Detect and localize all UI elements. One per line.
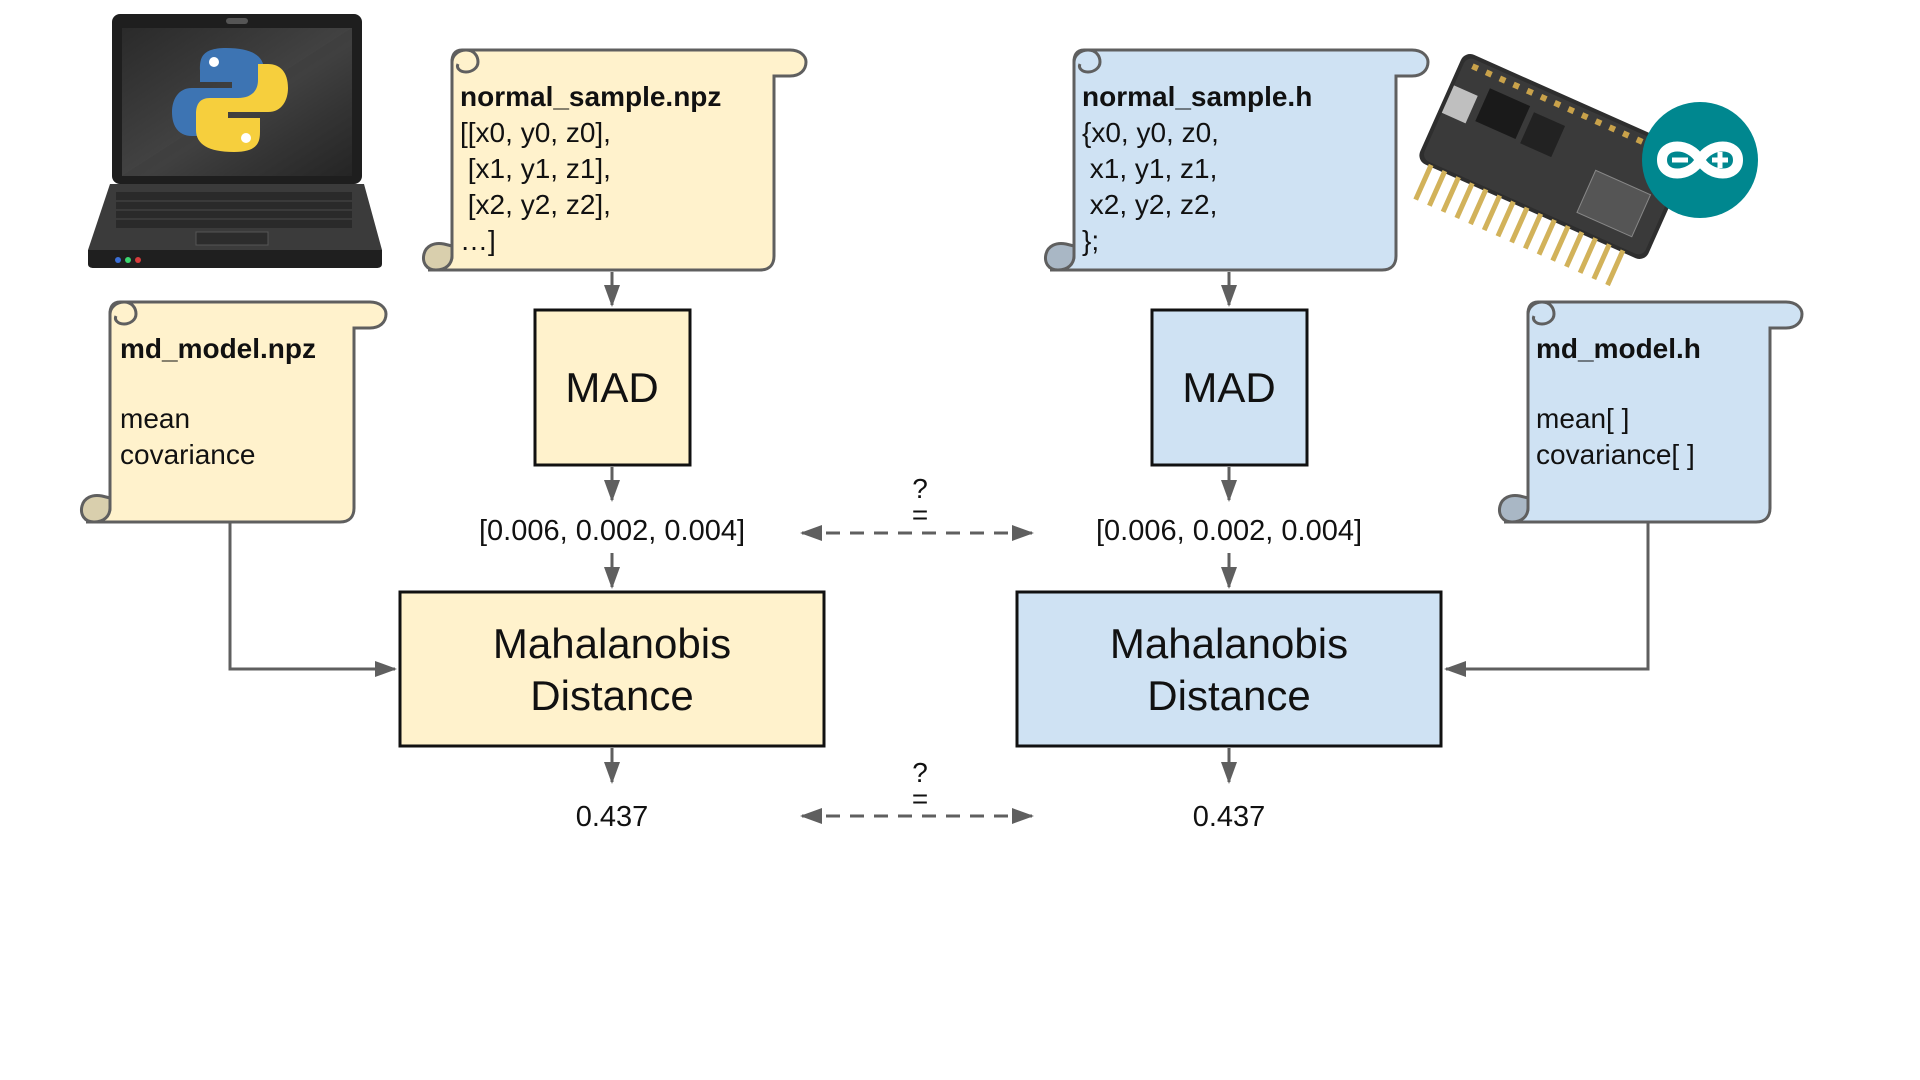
left-mad-output: [0.006, 0.002, 0.004] <box>479 515 745 547</box>
right-model-scroll-title: md_model.h <box>1536 333 1701 364</box>
left-model-line-covariance: covariance <box>120 439 255 470</box>
arrow-right-model-to-md <box>1444 523 1650 677</box>
right-sample-line-3: x2, y2, z2, <box>1082 189 1217 220</box>
left-mad-box: MAD <box>533 308 692 467</box>
right-model-scroll: md_model.h mean[ ] covariance[ ] <box>1498 300 1804 524</box>
right-model-line-covariance: covariance[ ] <box>1536 439 1695 470</box>
right-mad-label: MAD <box>1182 364 1275 411</box>
left-md-label-line-1: Mahalanobis <box>493 620 731 667</box>
compare-md-question: ? <box>912 757 928 788</box>
left-sample-line-4: …] <box>460 225 496 256</box>
left-sample-line-1: [[x0, y0, z0], <box>460 117 611 148</box>
right-md-label-line-1: Mahalanobis <box>1110 620 1348 667</box>
right-md-label-line-2: Distance <box>1147 672 1310 719</box>
compare-mad-equals: = <box>912 499 928 530</box>
microcontroller-board-with-arduino-logo-icon <box>1413 54 1758 287</box>
left-model-scroll: md_model.npz mean covariance <box>80 300 388 524</box>
left-sample-line-2: [x1, y1, z1], <box>460 153 611 184</box>
right-mad-box: MAD <box>1150 308 1309 467</box>
right-sample-scroll: normal_sample.h {x0, y0, z0, x1, y1, z1,… <box>1044 48 1430 272</box>
compare-mad-question: ? <box>912 473 928 504</box>
left-md-output: 0.437 <box>576 801 649 833</box>
left-model-line-mean: mean <box>120 403 190 434</box>
left-mad-label: MAD <box>565 364 658 411</box>
compare-md-equals: = <box>912 783 928 814</box>
laptop-with-python-logo-icon <box>88 14 382 268</box>
left-model-scroll-title: md_model.npz <box>120 333 316 364</box>
left-mahalanobis-box: Mahalanobis Distance <box>398 590 826 748</box>
left-sample-scroll: normal_sample.npz [[x0, y0, z0], [x1, y1… <box>422 48 808 272</box>
arrow-left-model-to-md <box>228 523 397 677</box>
right-sample-line-1: {x0, y0, z0, <box>1082 117 1219 148</box>
right-mad-output: [0.006, 0.002, 0.004] <box>1096 515 1362 547</box>
right-sample-scroll-title: normal_sample.h <box>1082 81 1312 112</box>
right-sample-line-2: x1, y1, z1, <box>1082 153 1217 184</box>
right-sample-line-4: }; <box>1082 225 1099 256</box>
right-md-output: 0.437 <box>1193 801 1266 833</box>
left-md-label-line-2: Distance <box>530 672 693 719</box>
right-mahalanobis-box: Mahalanobis Distance <box>1015 590 1443 748</box>
left-sample-scroll-title: normal_sample.npz <box>460 81 721 112</box>
right-model-line-mean: mean[ ] <box>1536 403 1629 434</box>
left-sample-line-3: [x2, y2, z2], <box>460 189 611 220</box>
